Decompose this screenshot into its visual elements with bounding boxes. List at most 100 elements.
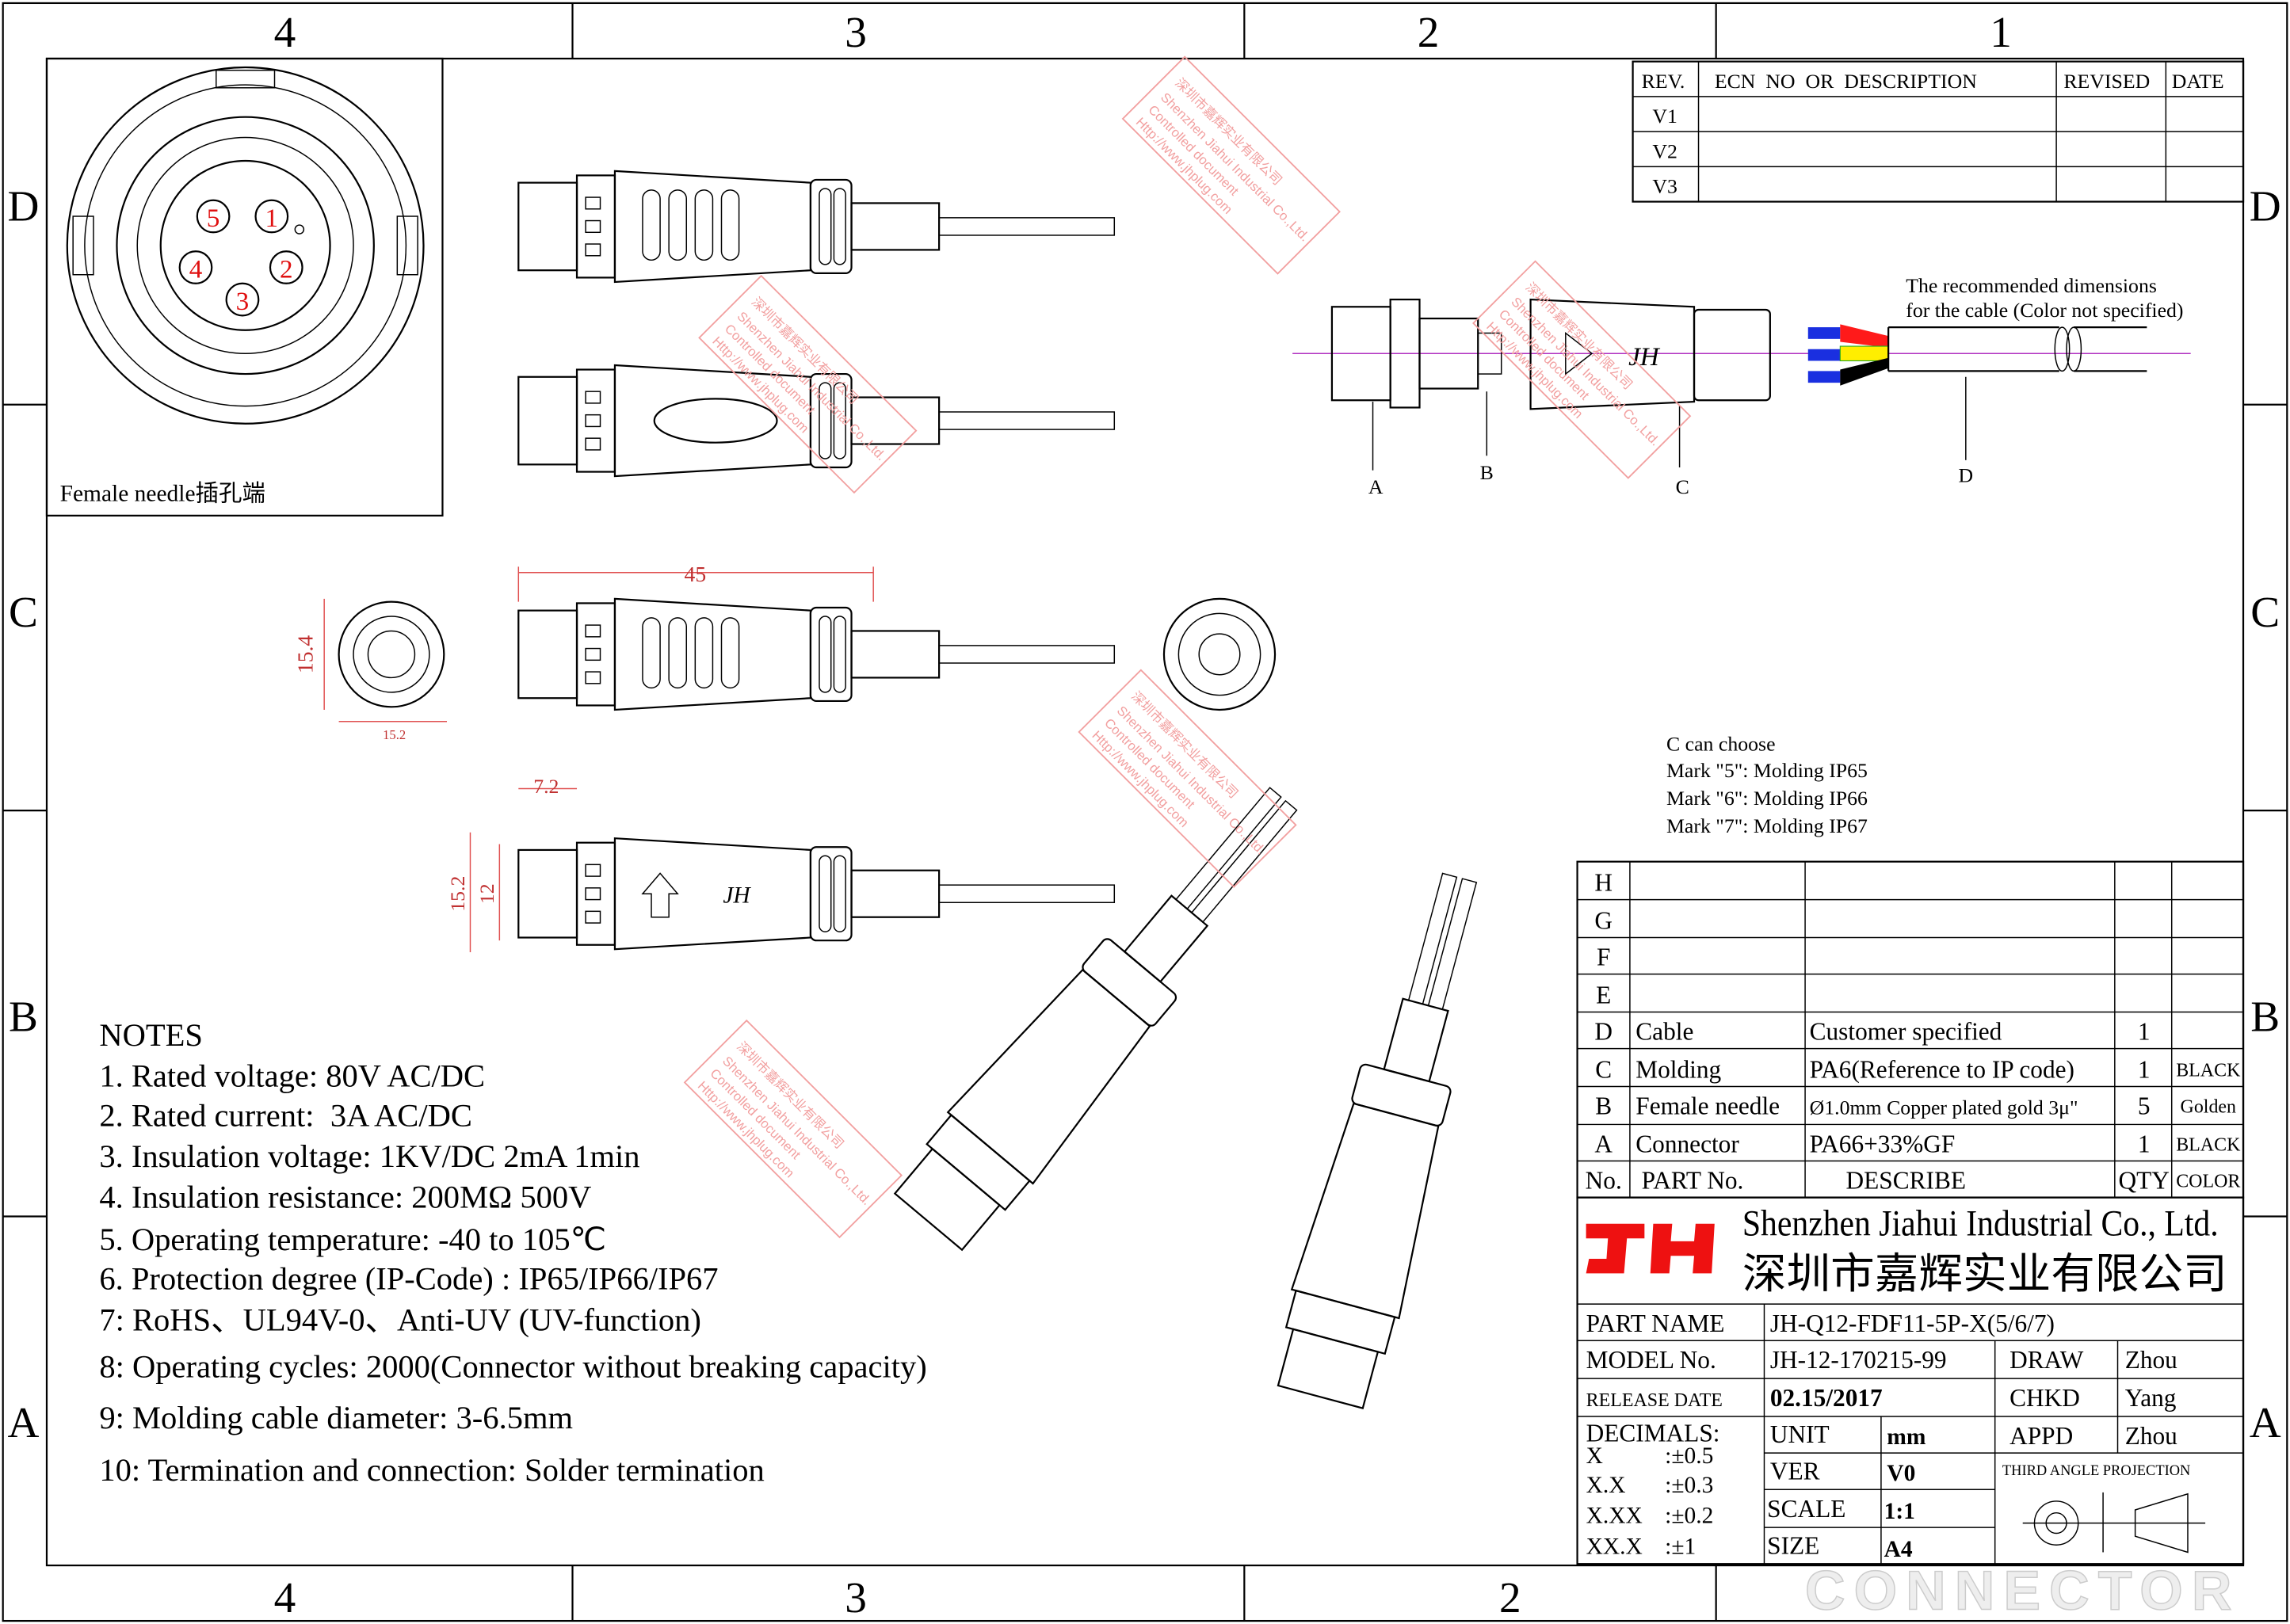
wire-black	[1840, 357, 1889, 386]
zone-labels: 4 3 2 1 4 3 2 D C B A D C B A	[8, 8, 2281, 1622]
notes: NOTES 1. Rated voltage: 80V AC/DC 2. Rat…	[99, 1017, 926, 1488]
zone-col-4-bottom: 4	[274, 1573, 296, 1622]
side-view-1	[517, 170, 1116, 284]
chkd-label: CHKD	[2009, 1384, 2080, 1412]
wire-end-3	[1807, 371, 1841, 383]
side-view-3	[517, 597, 1116, 711]
note-3: 3. Insulation voltage: 1KV/DC 2mA 1min	[99, 1138, 639, 1174]
bom-qty: 1	[2138, 1055, 2151, 1083]
note-1: 1. Rated voltage: 80V AC/DC	[99, 1058, 485, 1094]
date-header: DATE	[2172, 70, 2224, 93]
company-name-cn: 深圳市嘉辉实业有限公司	[1742, 1250, 2227, 1298]
model-label: MODEL No.	[1586, 1346, 1716, 1374]
dim-face-height: 15.4	[292, 635, 317, 674]
wire-yellow	[1839, 345, 1889, 362]
bom-part: Connector	[1635, 1130, 1739, 1157]
callout-b: B	[1480, 461, 1494, 484]
bom-color: BLACK	[2176, 1135, 2241, 1156]
dim-side-length: 7.2	[533, 775, 559, 798]
bom-row-g: G	[1594, 906, 1613, 934]
isometric-view-1	[893, 787, 1298, 1252]
female-face-view: 5 1 4 2 3 Female needle插孔端	[45, 57, 444, 517]
bom-row-h: H	[1594, 869, 1613, 897]
bom-row-e: E	[1596, 981, 1611, 1008]
bom-describe: PA66+33%GF	[1810, 1130, 1956, 1157]
bom-qty: 1	[2138, 1130, 2151, 1157]
molding-option-ip65: Mark "5": Molding IP65	[1666, 759, 1868, 782]
exploded-view: JH The recommended dimensions for the ca…	[1292, 274, 2191, 498]
zone-row-a-right: A	[2250, 1398, 2281, 1447]
molding-options: C can choose Mark "5": Molding IP65 Mark…	[1666, 733, 1868, 837]
note-9: 9: Molding cable diameter: 3-6.5mm	[99, 1400, 573, 1435]
pin-1-label: 1	[265, 204, 279, 233]
bom-header-part: PART No.	[1642, 1167, 1744, 1195]
bom-part: Molding	[1635, 1055, 1721, 1083]
zone-col-3-bottom: 3	[845, 1573, 867, 1622]
note-5: 5. Operating temperature: -40 to 105℃	[99, 1222, 606, 1257]
pin-3-label: 3	[236, 287, 250, 316]
revision-table: REV. ECN NO OR DESCRIPTION REVISED DATE …	[1632, 60, 2245, 203]
revised-header: REVISED	[2063, 70, 2150, 93]
callout-d: D	[1959, 463, 1974, 486]
draw-label: DRAW	[2009, 1346, 2084, 1374]
notes-title: NOTES	[99, 1017, 203, 1053]
molding-option-title: C can choose	[1666, 733, 1776, 756]
side-view-2	[517, 364, 1116, 478]
bom-table: H G F E D Cable Customer specified 1 C M…	[1576, 860, 2245, 1199]
ver-label: VER	[1770, 1457, 1820, 1485]
chkd-value: Yang	[2125, 1384, 2177, 1412]
decimal-tol: :±0.5	[1665, 1443, 1713, 1469]
appd-label: APPD	[2009, 1422, 2073, 1450]
dimensions: 45 15.4 15.2 7.2 15.2 12	[292, 562, 1277, 952]
side-view-4: JH	[517, 837, 1116, 951]
note-10: 10: Termination and connection: Solder t…	[99, 1452, 765, 1488]
decimals-label: DECIMALS:	[1586, 1419, 1720, 1447]
note-7: 7: RoHS、UL94V-0、Anti-UV (UV-function)	[99, 1302, 701, 1337]
dim-side-inner-height: 12	[475, 883, 498, 904]
unit-value: mm	[1887, 1424, 1926, 1450]
zone-col-3: 3	[845, 8, 867, 56]
projection-label: THIRD ANGLE PROJECTION	[2002, 1462, 2190, 1478]
ver-value: V0	[1887, 1461, 1915, 1486]
note-2: 2. Rated current: 3A AC/DC	[99, 1097, 472, 1133]
dim-side-height: 15.2	[446, 876, 469, 912]
bom-no: A	[1594, 1130, 1613, 1157]
bom-header-qty: QTY	[2118, 1167, 2169, 1195]
bom-color: Golden	[2181, 1097, 2237, 1118]
decimal-key: X.XX	[1586, 1504, 1643, 1529]
exploded-jh-mark: JH	[1628, 342, 1661, 372]
rev-row-v3: V3	[1652, 175, 1677, 198]
wire-end-1	[1807, 327, 1841, 339]
cable-note-line1: The recommended dimensions	[1906, 274, 2157, 297]
bom-describe: Customer specified	[1810, 1018, 2002, 1046]
bom-describe: Ø1.0mm Copper plated gold 3μ"	[1810, 1096, 2078, 1119]
bom-no: C	[1595, 1055, 1612, 1083]
note-4: 4. Insulation resistance: 200MΩ 500V	[99, 1179, 591, 1214]
scale-value: 1:1	[1884, 1499, 1915, 1524]
rev-header: REV.	[1642, 70, 1685, 93]
callout-c: C	[1676, 475, 1689, 498]
size-label: SIZE	[1767, 1531, 1819, 1559]
jh-mark: JH	[723, 883, 751, 908]
zone-row-c: C	[9, 588, 38, 636]
company-name-en: Shenzhen Jiahui Industrial Co., Ltd.	[1742, 1203, 2219, 1244]
release-date-value: 02.15/2017	[1770, 1384, 1883, 1412]
dim-length: 45	[685, 562, 707, 586]
pin-4-label: 4	[189, 254, 203, 284]
pin-2-label: 2	[280, 254, 293, 284]
rev-row-v1: V1	[1652, 105, 1677, 128]
bom-part: Female needle	[1635, 1092, 1780, 1120]
wire-red	[1840, 324, 1889, 348]
zone-row-c-right: C	[2250, 588, 2280, 636]
bom-qty: 1	[2138, 1018, 2151, 1046]
zone-row-a: A	[8, 1398, 40, 1447]
title-block: Shenzhen Jiahui Industrial Co., Ltd. 深圳市…	[1576, 1196, 2245, 1565]
draw-value: Zhou	[2125, 1346, 2177, 1374]
part-name-value: JH-Q12-FDF11-5P-X(5/6/7)	[1770, 1309, 2055, 1337]
bom-no: B	[1595, 1092, 1612, 1120]
rev-row-v2: V2	[1652, 139, 1677, 162]
ecn-header: ECN NO OR DESCRIPTION	[1715, 70, 1977, 93]
model-value: JH-12-170215-99	[1770, 1346, 1947, 1374]
bom-no: D	[1594, 1018, 1613, 1046]
decimal-tol: :±0.2	[1665, 1504, 1713, 1529]
